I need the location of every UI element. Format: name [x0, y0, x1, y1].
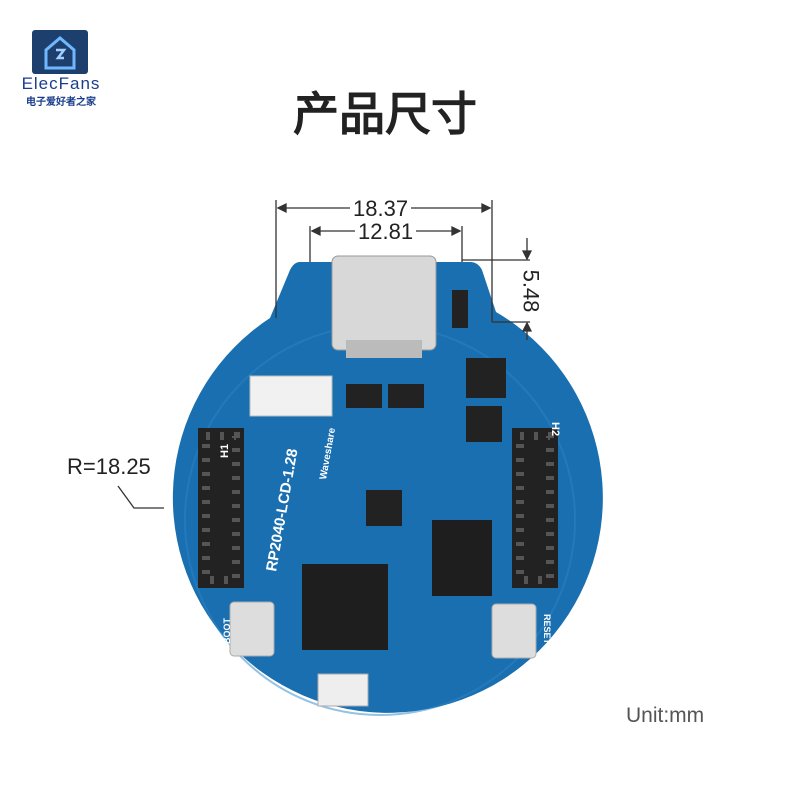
- reset-button: [491, 603, 537, 659]
- rp2040-chip: [302, 564, 388, 650]
- imu-chip: [366, 490, 402, 526]
- usb-c-connector: [331, 255, 437, 351]
- boot-button: [229, 601, 275, 657]
- connector-height-dimension: 5.48: [517, 266, 544, 316]
- logo-name: ElecFans: [21, 74, 101, 93]
- label-boot: BOOT: [222, 617, 232, 644]
- overall-width-dimension: 18.37: [350, 196, 412, 222]
- flash-chip: [432, 520, 492, 596]
- logo-subtitle: 电子爱好者之家: [26, 97, 96, 108]
- unit-label: Unit:mm: [626, 704, 705, 727]
- label-h2: H2: [549, 422, 561, 436]
- label-h1: H1: [219, 444, 231, 458]
- elecfans-logo-icon: [32, 30, 88, 74]
- battery-connector: [249, 375, 333, 417]
- connector-width-dimension: 12.81: [355, 219, 417, 245]
- page-title: 产品尺寸: [293, 87, 477, 141]
- label-reset: RESET: [542, 614, 552, 645]
- radius-dimension: R=18.25: [64, 454, 154, 480]
